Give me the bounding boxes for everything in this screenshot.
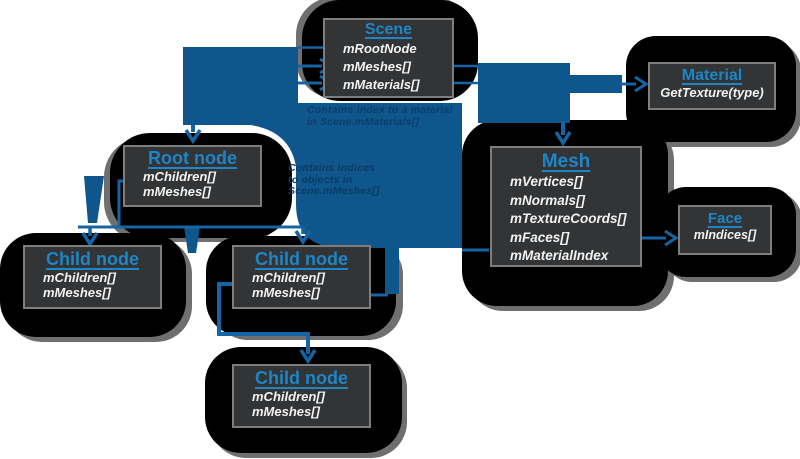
field-mmeshes: mMeshes[]	[43, 285, 111, 300]
field-mfaces: mFaces[]	[510, 229, 570, 245]
node-root: Root node mChildren[] mMeshes[]	[123, 145, 262, 207]
mass-fillet	[250, 125, 297, 180]
field-mvertices: mVertices[]	[510, 174, 584, 189]
line-child2-mchildren-branch	[217, 282, 310, 354]
field-mmaterials: mMaterials[]	[343, 77, 420, 92]
field-mchildren: mChildren[]	[252, 389, 325, 404]
field-mmeshes: mMeshes[]	[252, 285, 320, 300]
node-title: Scene	[364, 21, 413, 38]
node-face: Face mIndices[]	[678, 205, 772, 255]
field-gettexture: GetTexture(type)	[660, 85, 764, 100]
node-child-1: Child node mChildren[] mMeshes[]	[23, 245, 162, 309]
note-material-index: Contains index to a material in Scene.mM…	[307, 104, 482, 128]
field-mmeshes: mMeshes[]	[252, 404, 320, 419]
mass-material-arm	[568, 75, 622, 93]
mass-root-child-band	[84, 176, 104, 223]
field-mindices: mIndices[]	[693, 228, 757, 242]
mass-scene-right-pipe	[478, 63, 570, 123]
node-child-2: Child node mChildren[] mMeshes[]	[232, 245, 371, 309]
arrowhead-child1	[81, 232, 99, 248]
field-mmaterialindex: mMaterialIndex	[510, 248, 609, 263]
note-mesh-indices: Contains indices to objects in Scene.mMe…	[288, 162, 438, 198]
node-title: Child node	[255, 368, 348, 388]
note-line: in Scene.mMaterials[]	[307, 115, 420, 128]
arrowhead-child2	[294, 230, 312, 246]
field-mchildren: mChildren[]	[252, 270, 325, 285]
field-mmeshes: mMeshes[]	[343, 59, 411, 74]
field-mmeshes: mMeshes[]	[143, 184, 211, 199]
line-root-mchildren-branch	[78, 179, 303, 229]
node-mesh: Mesh mVertices[] mNormals[] mTextureCoor…	[490, 146, 642, 267]
node-title: Child node	[255, 249, 348, 269]
node-title: Material	[681, 67, 743, 84]
node-title: Face	[707, 210, 743, 227]
field-mtexturecoords: mTextureCoords[]	[510, 211, 627, 226]
connector-lines	[78, 46, 679, 365]
node-material: Material GetTexture(type)	[648, 62, 776, 110]
note-line: Scene.mMeshes[]	[288, 185, 380, 197]
mass-scene-left	[183, 47, 298, 125]
node-title: Mesh	[541, 151, 591, 172]
arrowhead-mesh	[554, 131, 572, 147]
arrowhead-material	[634, 75, 649, 93]
note-line: Contains indices	[288, 162, 376, 174]
field-mnormals: mNormals[]	[510, 192, 586, 208]
arrowhead-face	[664, 229, 679, 247]
field-mchildren: mChildren[]	[43, 270, 116, 285]
node-child-3: Child node mChildren[] mMeshes[]	[232, 364, 371, 428]
node-title: Root node	[148, 148, 237, 168]
node-scene: Scene mRootNode mMeshes[] mMaterials[]	[323, 18, 454, 98]
node-title: Child node	[46, 249, 139, 269]
field-mchildren: mChildren[]	[143, 169, 216, 184]
mass-branch-drop	[184, 227, 200, 253]
note-line: Contains index to a material	[307, 104, 453, 116]
field-mrootnode: mRootNode	[343, 41, 417, 56]
arrowhead-root	[184, 129, 202, 145]
note-line: to objects in	[288, 173, 353, 186]
arrowhead-child3	[299, 349, 317, 365]
